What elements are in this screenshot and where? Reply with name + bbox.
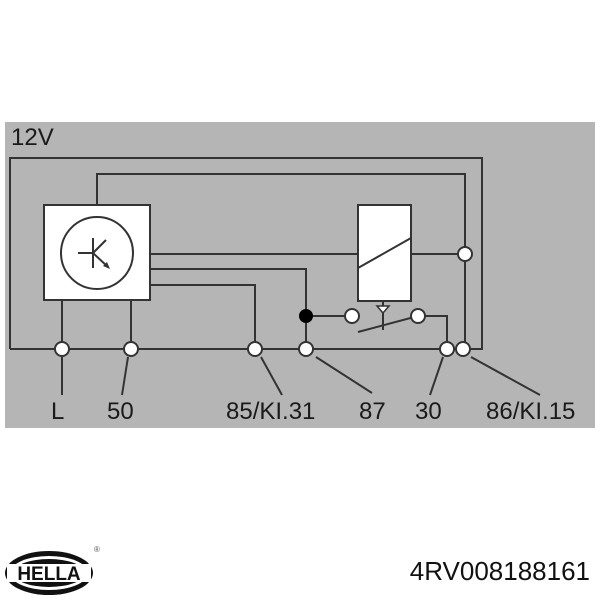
terminal-L [54, 341, 70, 357]
transistor-icon [60, 216, 134, 290]
relay-switch-icon [375, 301, 391, 330]
registered-mark: ® [94, 545, 100, 554]
part-number: 4RV008188161 [409, 556, 590, 586]
control-module [43, 204, 151, 301]
terminal-87 [298, 341, 314, 357]
supply-voltage-label: 12V [11, 124, 54, 151]
contact-30-internal [410, 308, 426, 324]
terminal-label-50: 50 [107, 398, 134, 425]
terminal-label-86: 86/KI.15 [486, 398, 576, 425]
contact-87-internal [344, 308, 360, 324]
terminal-30 [439, 341, 455, 357]
terminal-label-L: L [51, 398, 65, 425]
terminal-50 [123, 341, 139, 357]
terminal-86 [455, 341, 471, 357]
terminal-label-85: 85/KI.31 [226, 398, 316, 425]
terminal-label-87: 87 [359, 398, 386, 425]
logo-text: HELLA [17, 564, 81, 585]
supply-wire [9, 157, 483, 350]
module-feed-wire [96, 173, 466, 254]
hella-logo: HELLA ® [5, 545, 100, 595]
terminal-85 [247, 341, 263, 357]
terminal-label-30: 30 [415, 398, 442, 425]
coil-node [457, 246, 473, 262]
junction-dot [299, 309, 313, 323]
